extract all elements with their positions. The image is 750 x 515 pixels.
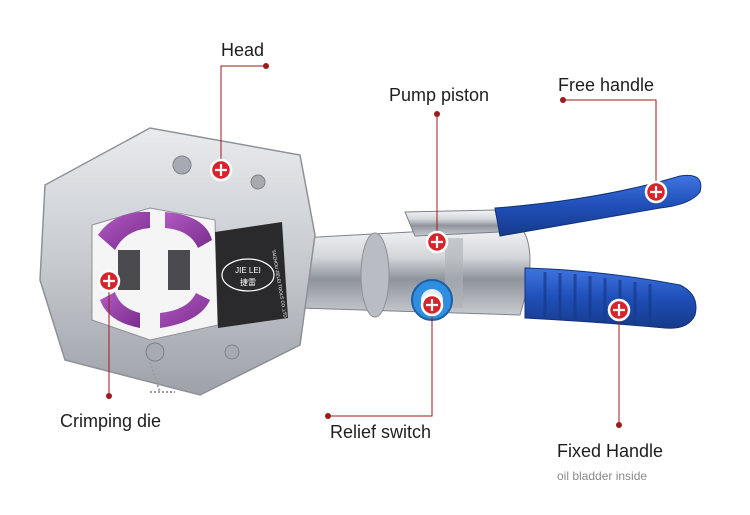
brand-cjk: 捷雷	[240, 277, 256, 287]
relief-switch-marker-icon	[420, 293, 444, 317]
brand-latin: JIE LEI	[235, 266, 261, 275]
fixed-handle	[524, 267, 697, 329]
free-handle-callout-line	[563, 99, 657, 192]
relief-switch-callout-line	[328, 305, 433, 417]
head-callout-line	[220, 65, 266, 170]
brand-plate: JIE LEI 捷雷 TAIZHOU JIELEI TOOLS CO.,LTD	[215, 222, 288, 328]
fixed-handle-callout-dot	[616, 422, 622, 428]
callout-dots	[106, 63, 622, 428]
free-handle-label: Free handle	[558, 75, 655, 95]
free-handle-callout-dot	[560, 97, 566, 103]
relief-switch-callout-dot	[325, 413, 331, 419]
crimping-die-callout-dot	[106, 393, 112, 399]
hydraulic-body	[299, 225, 531, 318]
free-handle-marker-icon	[644, 180, 668, 204]
relief-switch-label: Relief switch	[330, 422, 432, 442]
callout-lines	[108, 65, 657, 425]
crimping-die-label: Crimping die	[60, 411, 162, 431]
fixed-handle-marker-icon	[607, 298, 631, 322]
pump-piston-label: Pump piston	[389, 85, 490, 105]
pump-piston-callout-dot	[434, 111, 440, 117]
chain	[149, 361, 175, 393]
head-callout-dot	[263, 63, 269, 69]
head-label: Head	[221, 40, 265, 60]
crimping-die	[98, 211, 212, 328]
fixed-handle-note: oil bladder inside	[557, 469, 648, 483]
fixed-handle-label: Fixed Handle	[557, 441, 664, 461]
crimping-die-marker-icon	[97, 269, 121, 293]
pump-piston-marker-icon	[425, 230, 449, 254]
head-marker-icon	[209, 158, 233, 182]
